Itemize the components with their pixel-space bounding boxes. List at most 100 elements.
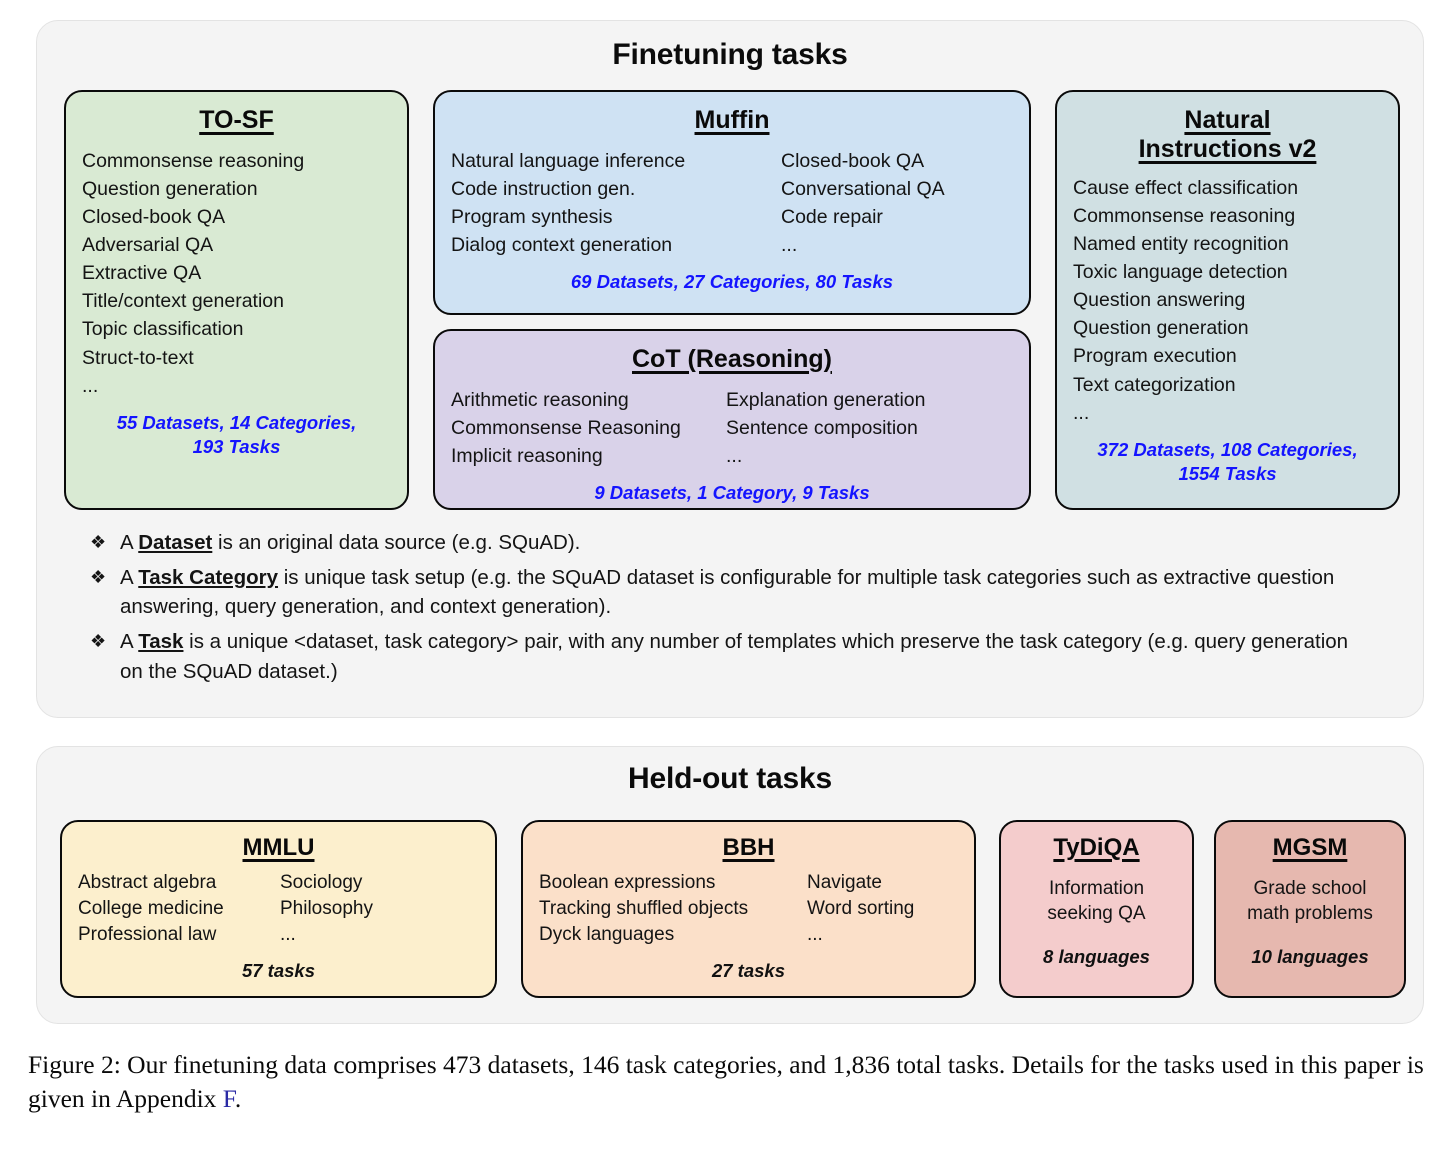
card-cot-stat: 9 Datasets, 1 Category, 9 Tasks: [594, 482, 870, 504]
card-mgsm-title: MGSM: [1272, 834, 1348, 861]
card-mmlu[interactable]: MMLU Abstract algebra College medicine P…: [60, 820, 497, 998]
definition-suffix: is an original data source (e.g. SQuAD).: [212, 531, 581, 554]
list-item: Explanation generation: [726, 389, 926, 411]
card-mgsm-desc-line1: Grade school: [1253, 877, 1367, 899]
definition-dataset-text: A Dataset is an original data source (e.…: [120, 528, 1374, 558]
card-tydiqa-stat: 8 languages: [1043, 946, 1150, 968]
definition-prefix: A: [120, 630, 139, 654]
card-bbh-title: BBH: [722, 834, 775, 861]
list-item: Adversarial QA: [82, 234, 214, 257]
definition-prefix: A: [120, 565, 139, 589]
card-tydiqa-desc-line1: Information: [1048, 877, 1145, 899]
list-item: Commonsense Reasoning: [451, 417, 681, 440]
list-item: Commonsense reasoning: [82, 150, 305, 172]
card-mmlu-stat: 57 tasks: [241, 959, 316, 981]
card-t0sf-stat: 55 Datasets, 14 Categories, 193 Tasks: [82, 411, 391, 459]
definition-task-category: ❖ A Task Category is unique task setup (…: [64, 563, 1374, 622]
definition-term: Task: [138, 630, 184, 654]
definition-term: Dataset: [138, 531, 213, 554]
card-natural-instructions-v2-title: Natural Instructions v2: [1073, 106, 1382, 164]
list-item: Question generation: [1073, 317, 1249, 340]
card-mgsm-desc-line2: math problems: [1247, 903, 1373, 925]
list-item: Sociology: [280, 871, 363, 893]
card-ni-title-line2: Instructions v2: [1138, 135, 1317, 163]
card-t0sf[interactable]: TO-SF Commonsense reasoning Question gen…: [64, 90, 409, 510]
list-item: Title/context generation: [82, 290, 284, 313]
caption-text-before-link: Figure 2: Our finetuning data comprises …: [28, 1050, 1424, 1113]
card-muffin-stat: 69 Datasets, 27 Categories, 80 Tasks: [570, 271, 894, 293]
definition-task-category-text: A Task Category is unique task setup (e.…: [120, 563, 1374, 622]
card-muffin[interactable]: Muffin Natural language inference Code i…: [433, 90, 1031, 315]
list-item: Dyck languages: [539, 923, 675, 945]
list-item: Arithmetic reasoning: [451, 389, 629, 411]
finetuning-panel-title: Finetuning tasks: [612, 38, 848, 71]
card-mgsm-description: Grade school math problems: [1232, 876, 1388, 927]
definition-task-text: A Task is a unique <dataset, task catego…: [120, 627, 1374, 686]
list-item: College medicine: [78, 897, 224, 919]
definition-suffix: is a unique <dataset, task category> pai…: [120, 630, 1349, 683]
list-item: Extractive QA: [82, 262, 202, 285]
list-item: Named entity recognition: [1073, 233, 1289, 256]
card-tydiqa-desc-line2: seeking QA: [1047, 903, 1146, 925]
diamond-bullet-icon: ❖: [90, 532, 107, 552]
list-item: Question answering: [1073, 289, 1246, 312]
card-mmlu-title: MMLU: [242, 834, 315, 861]
list-item: Toxic language detection: [1073, 261, 1288, 284]
list-item: Philosophy: [280, 897, 373, 919]
card-bbh-stat: 27 tasks: [711, 959, 786, 981]
card-ni-stat-line2: 1554 Tasks: [1178, 462, 1277, 484]
list-item-ellipsis: ...: [280, 923, 296, 945]
list-item: Commonsense reasoning: [1073, 205, 1296, 228]
card-tydiqa-description: Information seeking QA: [1017, 876, 1176, 927]
list-item: Closed-book QA: [82, 206, 226, 229]
card-tydiqa[interactable]: TyDiQA Information seeking QA 8 language…: [999, 820, 1194, 998]
list-item: Cause effect classification: [1073, 177, 1299, 199]
definition-task: ❖ A Task is a unique <dataset, task cate…: [64, 627, 1374, 686]
card-natural-instructions-v2[interactable]: Natural Instructions v2 Cause effect cla…: [1055, 90, 1400, 510]
card-t0sf-items: Commonsense reasoning Question generatio…: [82, 147, 391, 400]
definition-prefix: A: [120, 531, 139, 554]
list-item: Abstract algebra: [78, 871, 217, 893]
list-item-ellipsis: ...: [726, 445, 743, 468]
card-ni-title-line1: Natural: [1184, 106, 1271, 134]
list-item: Professional law: [78, 923, 217, 945]
list-item: Word sorting: [807, 897, 915, 919]
list-item-ellipsis: ...: [82, 374, 99, 397]
card-t0sf-title: TO-SF: [199, 106, 274, 134]
definitions-list: ❖ A Dataset is an original data source (…: [64, 528, 1374, 692]
list-item: Navigate: [807, 871, 882, 893]
card-tydiqa-title: TyDiQA: [1053, 834, 1140, 861]
list-item: Code repair: [781, 206, 883, 229]
list-item: Dialog context generation: [451, 234, 673, 257]
list-item: Text categorization: [1073, 373, 1236, 396]
list-item: Implicit reasoning: [451, 445, 603, 468]
card-cot-items: Arithmetic reasoning Commonsense Reasoni…: [451, 386, 1013, 470]
card-muffin-title: Muffin: [694, 106, 770, 134]
card-muffin-items: Natural language inference Code instruct…: [451, 147, 1013, 259]
appendix-link[interactable]: F: [222, 1083, 235, 1113]
list-item: Question generation: [82, 178, 258, 201]
definition-dataset: ❖ A Dataset is an original data source (…: [64, 528, 1374, 558]
caption-text-after-link: .: [234, 1083, 242, 1113]
card-bbh-items: Boolean expressions Tracking shuffled ob…: [539, 870, 958, 948]
card-bbh[interactable]: BBH Boolean expressions Tracking shuffle…: [521, 820, 976, 998]
list-item: Tracking shuffled objects: [539, 897, 749, 919]
list-item: Program synthesis: [451, 206, 613, 229]
definition-suffix: is unique task setup (e.g. the SQuAD dat…: [120, 565, 1335, 619]
card-cot-title: CoT (Reasoning): [632, 345, 832, 373]
list-item: Code instruction gen.: [451, 178, 636, 201]
list-item-ellipsis: ...: [807, 923, 823, 945]
card-natural-instructions-v2-items: Cause effect classification Commonsense …: [1073, 174, 1382, 427]
card-cot[interactable]: CoT (Reasoning) Arithmetic reasoning Com…: [433, 329, 1031, 510]
card-mmlu-items: Abstract algebra College medicine Profes…: [78, 870, 479, 948]
card-mgsm[interactable]: MGSM Grade school math problems 10 langu…: [1214, 820, 1406, 998]
list-item: Sentence composition: [726, 417, 918, 440]
list-item: Natural language inference: [451, 150, 686, 172]
card-t0sf-stat-line2: 193 Tasks: [192, 435, 281, 457]
diamond-bullet-icon: ❖: [90, 631, 107, 652]
figure-caption: Figure 2: Our finetuning data comprises …: [28, 1048, 1428, 1115]
card-ni-stat-line1: 372 Datasets, 108 Categories,: [1097, 438, 1358, 460]
held-out-panel-title: Held-out tasks: [628, 762, 832, 795]
diamond-bullet-icon: ❖: [90, 566, 107, 587]
